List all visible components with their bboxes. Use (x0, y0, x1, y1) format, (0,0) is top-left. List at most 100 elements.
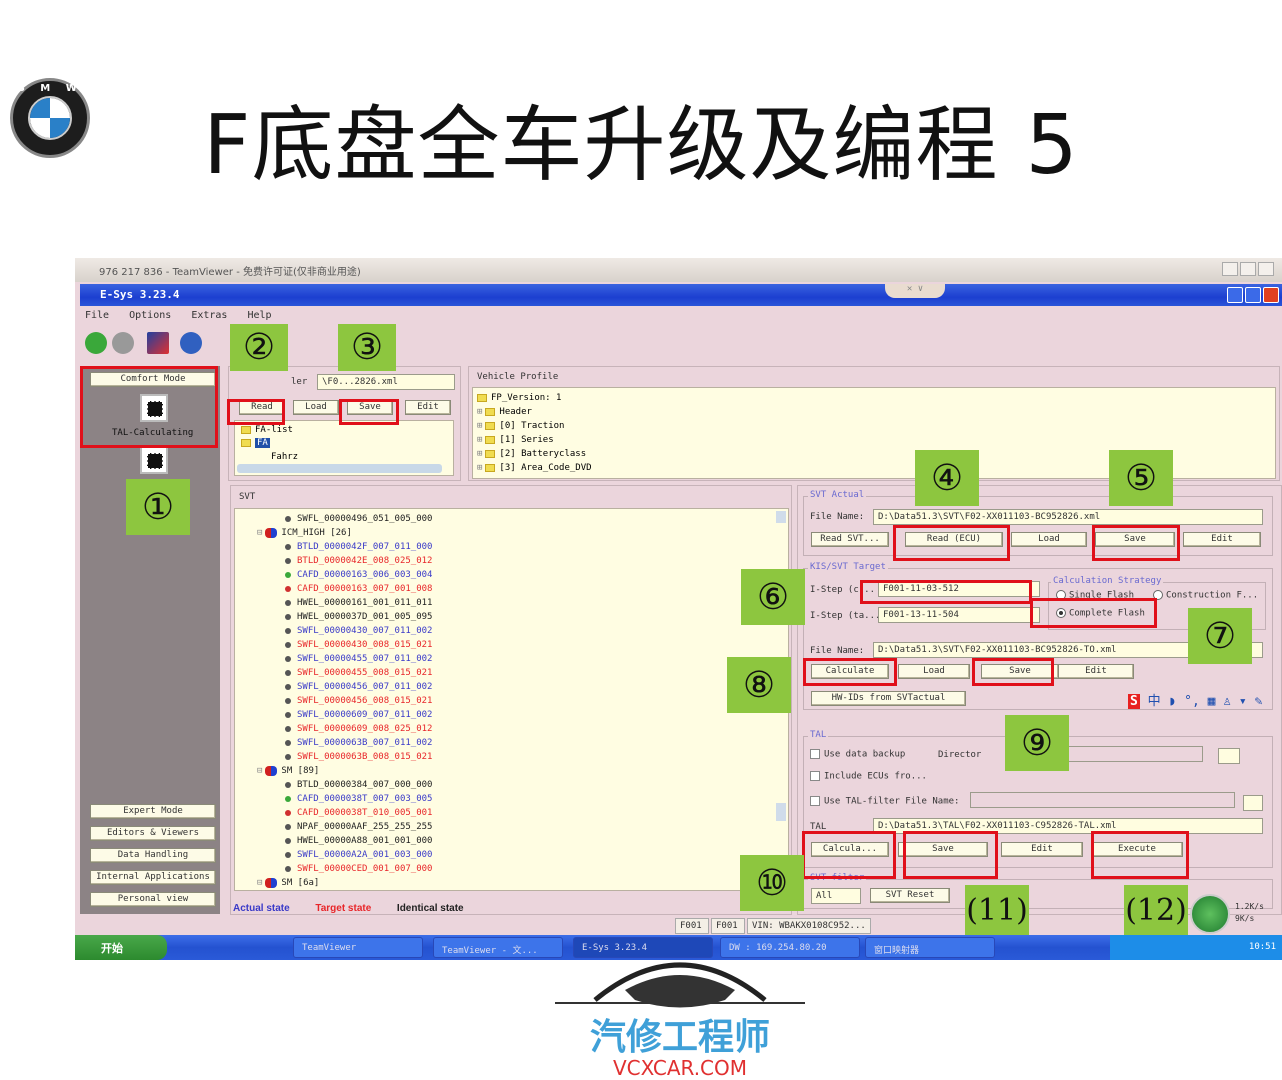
minimize-button[interactable] (1222, 262, 1238, 276)
tal-filter-field[interactable] (970, 792, 1235, 808)
tal-filter-browse-button[interactable] (1243, 795, 1263, 811)
start-button[interactable]: 开始 (75, 935, 167, 960)
comfort-mode-button[interactable]: Comfort Mode (90, 372, 216, 387)
hwids-from-svtactual-button[interactable]: HW-IDs from SVTactual (811, 691, 966, 706)
scroll-up-icon[interactable] (776, 511, 786, 523)
kis-save-button[interactable]: Save (981, 664, 1059, 679)
task-esys[interactable]: E-Sys 3.23.4 (573, 937, 713, 958)
maximize-button[interactable] (1240, 262, 1256, 276)
task-window-mapper[interactable]: 窗口映射器 (865, 937, 995, 958)
kis-edit-button[interactable]: Edit (1058, 664, 1134, 679)
svt-list-item[interactable]: HWEL_0000037D_001_005_095 (285, 611, 432, 623)
istep-current-select[interactable]: F001-11-03-512 (878, 581, 1040, 597)
istep-target-select[interactable]: F001-13-11-504 (878, 607, 1040, 623)
back-icon[interactable] (85, 332, 107, 354)
svt-group-node[interactable]: ⊟ICM_HIGH [26] (257, 527, 352, 538)
svt-list-item[interactable]: SWFL_00000CED_001_007_000 (285, 863, 432, 875)
svt-list-item[interactable]: NPAF_00000AAF_255_255_255 (285, 821, 432, 833)
internal-applications-button[interactable]: Internal Applications (90, 870, 216, 885)
svt-filter-select[interactable]: All (811, 888, 861, 904)
svt-list-item[interactable]: SWFL_00000430_007_011_002 (285, 625, 432, 637)
svt-list-item[interactable]: SWFL_00000609_008_025_012 (285, 723, 432, 735)
connect-icon[interactable] (147, 332, 169, 354)
svt-list-item[interactable]: CAFD_0000038T_007_003_005 (285, 793, 432, 805)
radio-construction-flash[interactable]: Construction F... (1153, 590, 1258, 601)
close-button[interactable] (1258, 262, 1274, 276)
horizontal-scrollbar[interactable] (237, 464, 442, 473)
fa-edit-button[interactable]: Edit (405, 400, 451, 415)
svt-actual-save-button[interactable]: Save (1095, 532, 1175, 547)
data-handling-button[interactable]: Data Handling (90, 848, 216, 863)
kis-load-button[interactable]: Load (898, 664, 970, 679)
svt-actual-edit-button[interactable]: Edit (1183, 532, 1261, 547)
svt-list-item[interactable]: CAFD_0000038T_010_005_001 (285, 807, 432, 819)
menu-extras[interactable]: Extras (191, 310, 228, 321)
svt-list-item[interactable]: SWFL_00000430_008_015_021 (285, 639, 432, 651)
svt-list-item[interactable]: SWFL_00000496_051_005_000 (285, 513, 432, 525)
personal-view-button[interactable]: Personal view (90, 892, 216, 907)
fa-file-field[interactable]: \F0...2826.xml (317, 374, 455, 390)
svt-list-item[interactable]: SWFL_0000063B_008_015_021 (285, 751, 432, 763)
fa-save-button[interactable]: Save (347, 400, 393, 415)
svt-list-item[interactable]: CAFD_00000163_007_001_008 (285, 583, 432, 595)
svt-reset-button[interactable]: SVT Reset (870, 888, 950, 903)
task-teamviewer[interactable]: TeamViewer (293, 937, 423, 958)
teamviewer-panel-handle[interactable]: ✕ ∨ (885, 284, 945, 298)
vehicle-profile-node[interactable]: ⊞[3] Area_Code_DVD (477, 463, 592, 473)
svt-list-item[interactable]: CAFD_00000163_006_003_004 (285, 569, 432, 581)
help-icon[interactable] (180, 332, 202, 354)
menu-file[interactable]: File (85, 310, 110, 321)
vehicle-profile-node[interactable]: ⊞[1] Series (477, 435, 554, 445)
svt-list-item[interactable]: SWFL_00000455_008_015_021 (285, 667, 432, 679)
scrollbar-thumb[interactable] (776, 803, 786, 821)
radio-complete-flash[interactable]: Complete Flash (1056, 608, 1145, 619)
svt-group-node[interactable]: ⊟SM [89] (257, 765, 320, 776)
task-dw[interactable]: DW : 169.254.80.20 (720, 937, 860, 958)
close-icon[interactable] (1263, 287, 1279, 303)
use-data-backup-checkbox[interactable]: Use data backup (810, 749, 905, 760)
editors-viewers-button[interactable]: Editors & Viewers (90, 826, 216, 841)
module-icon[interactable] (140, 446, 168, 474)
tal-calculate-button[interactable]: Calcula... (811, 842, 889, 857)
minimize-icon[interactable] (1227, 287, 1243, 303)
svt-list-item[interactable]: BTLD_00000384_007_000_000 (285, 779, 432, 791)
vehicle-profile-node[interactable]: ⊞[0] Traction (477, 421, 565, 431)
kis-file-field[interactable]: D:\Data51.3\SVT\F02-XX011103-BC952826-TO… (873, 642, 1263, 658)
ime-toolbar[interactable]: S 中 ◗ °, ▦ ♙ ▾ ✎ (1128, 694, 1263, 709)
vehicle-profile-node[interactable]: ⊞[2] Batteryclass (477, 449, 587, 459)
tal-save-button[interactable]: Save (898, 842, 988, 857)
read-ecu-button[interactable]: Read (ECU) (905, 532, 1003, 547)
tree-node-fahrz[interactable]: Fahrz (271, 452, 299, 462)
svt-list-item[interactable]: HWEL_00000161_001_011_011 (285, 597, 432, 609)
radio-single-flash[interactable]: Single Flash (1056, 590, 1134, 601)
network-speed-widget[interactable] (1190, 894, 1230, 934)
svt-list-item[interactable]: SWFL_0000063B_007_011_002 (285, 737, 432, 749)
tal-file-field[interactable]: D:\Data51.3\TAL\F02-XX011103-C952826-TAL… (873, 818, 1263, 834)
use-tal-filter-checkbox[interactable]: Use TAL-filter File Name: (810, 796, 959, 807)
expert-mode-button[interactable]: Expert Mode (90, 804, 216, 819)
include-ecus-checkbox[interactable]: Include ECUs fro... (810, 771, 927, 782)
tal-calculating-icon[interactable] (140, 394, 168, 422)
svt-list-item[interactable]: SWFL_00000A2A_001_003_000 (285, 849, 432, 861)
fa-load-button[interactable]: Load (293, 400, 339, 415)
task-teamviewer-file[interactable]: TeamViewer - 文... (433, 937, 563, 958)
tree-node-fa[interactable]: FA (241, 437, 270, 449)
svt-list-item[interactable]: BTLD_0000042F_007_011_000 (285, 541, 432, 553)
vehicle-profile-node[interactable]: FP_Version: 1 (477, 392, 561, 404)
svt-group-node[interactable]: ⊟SM [6a] (257, 877, 320, 888)
tal-edit-button[interactable]: Edit (1001, 842, 1083, 857)
fa-read-button[interactable]: Read (239, 400, 285, 415)
read-svt-button[interactable]: Read SVT... (811, 532, 889, 547)
svt-actual-file-field[interactable]: D:\Data51.3\SVT\F02-XX011103-BC952826.xm… (873, 509, 1263, 525)
tal-execute-button[interactable]: Execute (1091, 842, 1183, 857)
tree-node-fa-list[interactable]: FA-list (241, 424, 293, 436)
directory-browse-button[interactable] (1218, 748, 1240, 764)
vehicle-profile-node[interactable]: ⊞Header (477, 407, 532, 417)
svt-list-item[interactable]: HWEL_00000A88_001_001_000 (285, 835, 432, 847)
kis-calculate-button[interactable]: Calculate (811, 664, 889, 679)
menu-help[interactable]: Help (247, 310, 272, 321)
menu-options[interactable]: Options (129, 310, 172, 321)
svt-list-item[interactable]: BTLD_0000042E_008_025_012 (285, 555, 432, 567)
svt-list-item[interactable]: SWFL_00000456_008_015_021 (285, 695, 432, 707)
svt-list-item[interactable]: SWFL_00000455_007_011_002 (285, 653, 432, 665)
